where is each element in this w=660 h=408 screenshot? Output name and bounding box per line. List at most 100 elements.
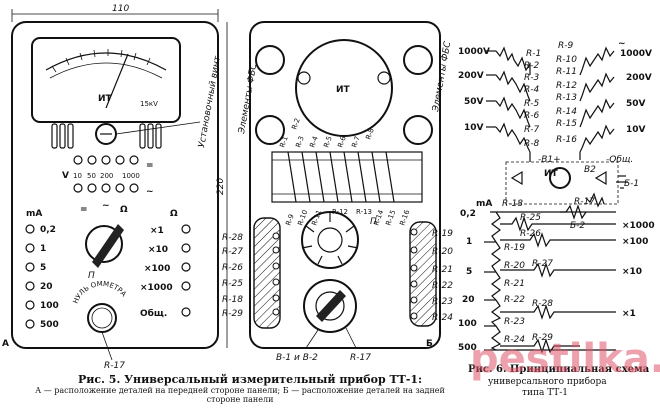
- back-potentiometer: [303, 279, 357, 333]
- back-r22: R-22: [432, 281, 453, 291]
- voltage-jacks: [73, 155, 139, 193]
- right-board-pins: [410, 228, 418, 320]
- strip-r6: R-6: [336, 135, 348, 149]
- sch-r20: R-20: [504, 261, 525, 271]
- resistor-strip: [271, 151, 423, 203]
- fbs-element-2: [255, 115, 285, 145]
- watermark: pestilka.ru: [470, 336, 660, 382]
- sch-r28: R-28: [532, 299, 553, 309]
- ohm-x10: ×10: [148, 245, 168, 255]
- sch-ma: mA: [476, 199, 492, 209]
- fig5-caption-body: А — расположение деталей на передней сто…: [35, 386, 445, 404]
- sch-b2-battery: Б-2: [570, 221, 585, 231]
- range-50: 50: [87, 172, 96, 180]
- mode-ac: ~: [102, 201, 110, 211]
- dim-width-label: 110: [112, 4, 129, 14]
- sch-b2: В2: [584, 165, 596, 175]
- sch-r2: R-2: [524, 61, 540, 71]
- switch-label: П: [88, 271, 95, 281]
- sch-shunt-1: 1: [466, 237, 472, 247]
- sch-r14: R-14: [556, 107, 577, 117]
- meter-label: ИТ: [98, 94, 113, 104]
- fbs-element-3: [403, 45, 433, 75]
- sch-r29: R-29: [532, 333, 553, 343]
- sch-out-x1000: ×1000: [622, 221, 655, 231]
- strip-r9: R-9: [284, 213, 295, 227]
- back-r28: R-28: [222, 233, 243, 243]
- back-r29: R-29: [222, 309, 243, 319]
- fig6-caption-line2: универсального прибора: [488, 376, 607, 387]
- sch-r12: R-12: [556, 81, 577, 91]
- sch-r24: R-24: [504, 335, 525, 345]
- sch-rv-10: 10V: [626, 125, 646, 135]
- sch-shunt-100: 100: [458, 319, 477, 329]
- sch-r5: R-5: [524, 99, 540, 109]
- ac-symbol: ~: [146, 187, 154, 197]
- back-r27: R-27: [222, 247, 243, 257]
- fbs-element-4: [403, 115, 433, 145]
- range-10: 10: [73, 172, 82, 180]
- sch-rectifier-box: [505, 161, 619, 205]
- panel-a-label: А: [2, 339, 9, 349]
- back-r23: R-23: [432, 297, 453, 307]
- fbs-element-1: [255, 45, 285, 75]
- ohm-x1000: ×1000: [140, 283, 173, 293]
- fig5-caption-title: Рис. 5. Универсальный измерительный приб…: [78, 373, 422, 386]
- sch-rv-200: 200V: [626, 73, 652, 83]
- meter-scale-arc: [45, 52, 167, 71]
- sch-r8: R-8: [524, 139, 540, 149]
- sch-meter: [549, 167, 571, 189]
- ohm-common: Общ.: [140, 308, 167, 319]
- strip-r12: R-12: [332, 208, 348, 216]
- sch-shunt-0-2: 0,2: [460, 209, 476, 219]
- sch-lv-200: 200V: [458, 71, 484, 81]
- back-r17-label: R-17: [350, 353, 371, 363]
- sch-shunt-500: 500: [458, 343, 477, 353]
- meter-window: [31, 37, 181, 123]
- sch-lv-1000: 1000V: [458, 47, 490, 57]
- ma-jacks: [25, 224, 35, 329]
- sch-b1: -В1+: [538, 155, 561, 165]
- sch-lv-10: 10V: [464, 123, 484, 133]
- kv-label: 15кV: [140, 100, 158, 108]
- sch-out-x10: ×10: [622, 267, 642, 277]
- sch-r3: R-3: [524, 73, 540, 83]
- sch-r1: R-1: [526, 49, 541, 59]
- ma-500: 500: [40, 320, 59, 330]
- vent-slots-left: [51, 123, 74, 149]
- strip-r1: R-1: [278, 135, 289, 149]
- back-panel: Элементы ФБС Элементы ФБС ИТ R-1 R-2 R-3…: [222, 21, 453, 363]
- back-panel-outline: [249, 21, 441, 349]
- sch-r22: R-22: [504, 295, 525, 305]
- front-panel-outline: [11, 21, 219, 349]
- sch-r25: R-25: [520, 213, 541, 223]
- mode-switch-knob[interactable]: [85, 225, 123, 263]
- screw-label: Установочный винт: [197, 55, 223, 149]
- sch-lv-50: 50V: [464, 97, 484, 107]
- sch-shunt-20: 20: [462, 295, 475, 305]
- sch-out-x100: ×100: [622, 237, 648, 247]
- back-r20: R-20: [432, 247, 453, 257]
- ma-1: 1: [40, 244, 46, 254]
- sch-r21: R-21: [504, 279, 525, 289]
- vent-slots-right: [139, 123, 162, 149]
- mode-ohm: Ω: [120, 205, 128, 215]
- sch-b1-battery: Б-1: [624, 179, 639, 189]
- strip-resistors: [287, 151, 395, 203]
- mode-switch-pointer: [92, 224, 124, 268]
- ma-100: 100: [40, 301, 59, 311]
- ma-0-2: 0,2: [40, 225, 56, 235]
- sch-right-chain: [579, 46, 615, 160]
- back-r24: R-24: [432, 313, 453, 323]
- sch-rv-1000: 1000V: [620, 49, 652, 59]
- front-r17-label: R-17: [104, 361, 125, 371]
- back-r18: R-18: [222, 295, 243, 305]
- sch-left-chain: [486, 46, 531, 162]
- sch-r19: R-19: [504, 243, 525, 253]
- strip-r13: R-13: [356, 208, 372, 216]
- sch-r15: R-15: [556, 119, 577, 129]
- ohm-x100: ×100: [144, 264, 170, 274]
- strip-r3: R-3: [294, 135, 305, 149]
- strip-r16: R-16: [398, 208, 411, 226]
